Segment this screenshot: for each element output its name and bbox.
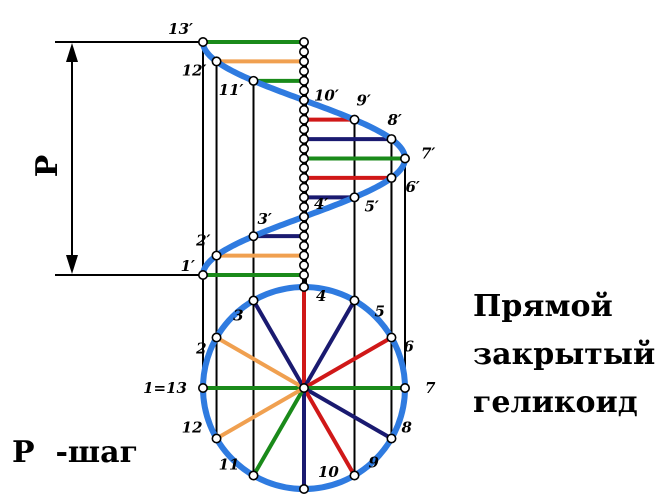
front-label-3: 3′	[258, 210, 272, 228]
spoke-9	[302, 387, 357, 477]
plan-label-10: 10	[318, 463, 339, 481]
plan-label-9: 9	[369, 453, 380, 471]
front-point-11	[248, 75, 259, 86]
plan-label-5: 5	[375, 303, 385, 321]
axis-tick-8	[298, 182, 309, 193]
front-label-11: 11′	[219, 81, 244, 99]
front-label-1: 1′	[181, 257, 195, 275]
spoke-3	[251, 299, 306, 389]
pitch-arrow-bottom	[66, 255, 78, 274]
axis-point-13	[298, 36, 309, 47]
title-line-3: геликоид	[473, 385, 638, 420]
axis-point-1	[298, 269, 309, 280]
axis-tick-11	[298, 240, 309, 251]
pitch-symbol: P	[30, 155, 65, 178]
axis-tick-2	[298, 66, 309, 77]
axis-tick-5	[298, 124, 309, 135]
front-point-2	[211, 250, 222, 261]
front-label-10: 10′	[314, 86, 339, 104]
spoke-2	[215, 335, 305, 390]
axis-point-3	[298, 231, 309, 242]
plan-point-8	[386, 433, 397, 444]
front-point-12	[211, 56, 222, 67]
spoke-11	[251, 387, 306, 477]
point-labels: 1=13 2 3 4 56 7 8 9 10 11 12 1′2′ 3′ 4′ 5′ 6′7′ 8′ 9′ 10′ 1…	[143, 20, 436, 481]
construction-points	[198, 36, 410, 494]
plan-point-10	[298, 483, 309, 494]
plan-label-6: 6	[403, 338, 414, 356]
front-point-10	[298, 95, 309, 106]
plan-label-3: 3	[233, 307, 243, 325]
plan-label-8: 8	[401, 419, 412, 437]
front-point-3	[248, 231, 259, 242]
axis-tick-9	[298, 202, 309, 213]
plan-point-5	[349, 295, 360, 306]
front-point-13	[198, 36, 209, 47]
axis-point-11	[298, 75, 309, 86]
front-label-12: 12′	[182, 61, 207, 79]
spoke-5	[302, 299, 357, 389]
front-point-8	[386, 134, 397, 145]
front-point-7	[399, 153, 410, 164]
plan-label-1: 1=13	[143, 379, 187, 397]
plan-point-4	[298, 281, 309, 292]
front-point-4	[298, 211, 309, 222]
front-label-7: 7′	[421, 145, 435, 163]
axis-point-12	[298, 56, 309, 67]
front-label-4: 4′	[314, 195, 328, 213]
plan-point-3	[248, 295, 259, 306]
spoke-6	[303, 335, 393, 390]
axis-tick-3	[298, 85, 309, 96]
axis-tick-6	[298, 143, 309, 154]
plan-label-2: 2	[195, 340, 206, 358]
plan-label-7: 7	[425, 379, 436, 397]
axis-tick-12	[298, 260, 309, 271]
front-label-8: 8′	[387, 111, 401, 129]
front-label-5: 5′	[365, 197, 379, 215]
axis-point-5	[298, 192, 309, 203]
plan-point-6	[386, 332, 397, 343]
plan-label-4: 4	[316, 287, 326, 305]
plan-spokes	[203, 287, 405, 489]
front-label-6: 6′	[405, 178, 419, 196]
plan-point-7	[399, 382, 410, 393]
pitch-arrow-top	[66, 43, 78, 62]
spoke-12	[215, 386, 305, 441]
plan-point-2	[211, 332, 222, 343]
axis-point-6	[298, 172, 309, 183]
front-point-5	[349, 192, 360, 203]
axis-tick-4	[298, 104, 309, 115]
axis-point-7	[298, 153, 309, 164]
axis-tick-1	[298, 46, 309, 57]
axis-point-8	[298, 134, 309, 145]
plan-point-1	[198, 382, 209, 393]
axis-point-9	[298, 114, 309, 125]
axis-tick-10	[298, 221, 309, 232]
center-point	[298, 382, 309, 393]
front-label-13: 13′	[168, 20, 193, 38]
front-point-9	[349, 114, 360, 125]
pitch-legend: P -шаг	[12, 435, 138, 470]
front-label-2: 2′	[195, 232, 210, 250]
title-line-2: закрытый	[473, 337, 655, 372]
front-label-9: 9′	[357, 92, 371, 110]
generatrix-rungs	[203, 40, 405, 277]
plan-label-11: 11	[219, 455, 240, 473]
title-line-1: Прямой	[473, 289, 613, 324]
axis-point-2	[298, 250, 309, 261]
plan-point-9	[349, 470, 360, 481]
front-point-6	[386, 172, 397, 183]
front-point-1	[198, 269, 209, 280]
plan-point-12	[211, 433, 222, 444]
plan-point-11	[248, 470, 259, 481]
plan-label-12: 12	[182, 419, 203, 437]
axis-tick-7	[298, 163, 309, 174]
spoke-8	[303, 386, 393, 441]
